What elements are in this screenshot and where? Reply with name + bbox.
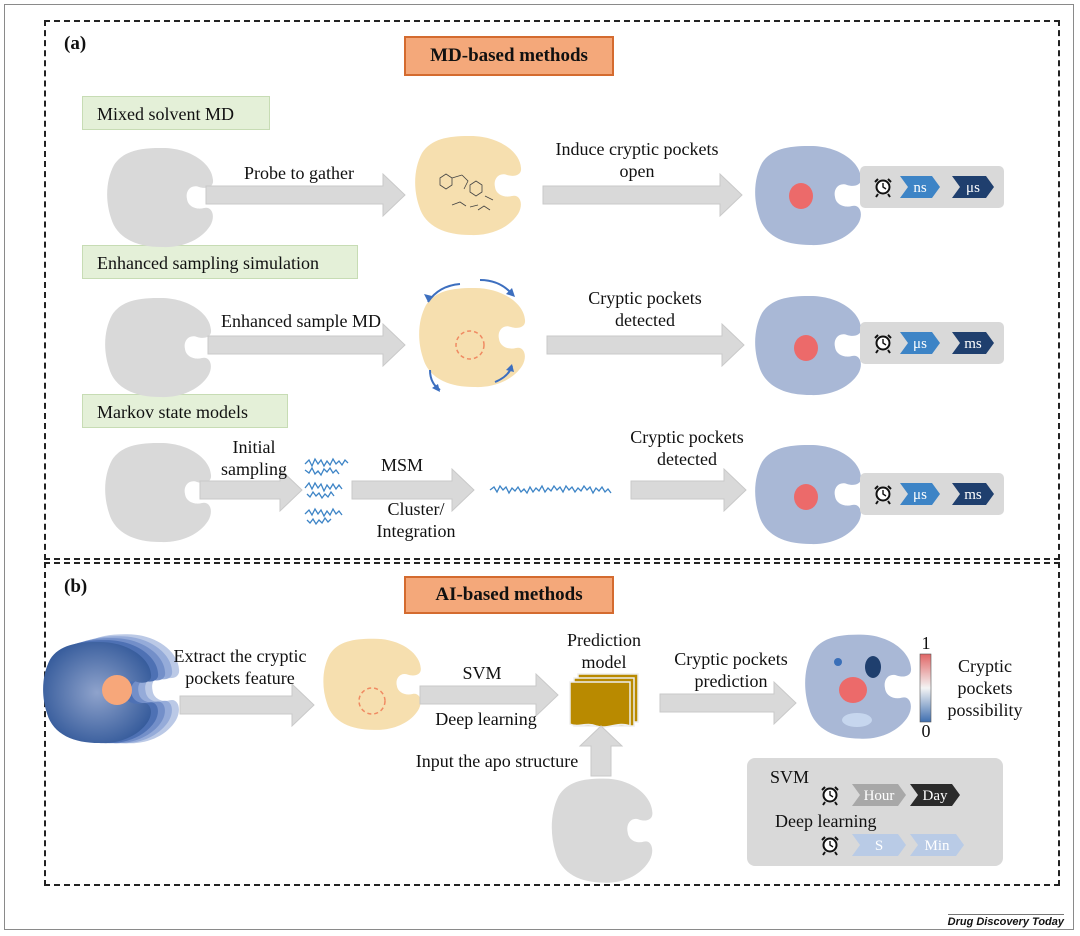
panel-b-label: (b) xyxy=(64,576,88,597)
arrow-detected-3 xyxy=(630,467,747,513)
colorbar-label: Cryptic pockets possibility xyxy=(947,656,1023,720)
time-chevron-row3-b: ms xyxy=(952,483,994,505)
label-detected-2: Cryptic pockets detected xyxy=(588,288,702,330)
timing-svm-label: SVM xyxy=(770,767,810,787)
time-chevron-row3-b-label: ms xyxy=(964,487,982,503)
protein-open-1 xyxy=(755,145,862,246)
label-initial-sampling: Initial sampling xyxy=(221,437,287,479)
time-chevron-row3-a-label: μs xyxy=(913,487,927,503)
time-chevron-row1-a: ns xyxy=(900,176,940,198)
protein-enhanced xyxy=(419,279,526,392)
label-induce-open: Induce cryptic pockets open xyxy=(555,139,719,181)
time-chevron-svm-a: Hour xyxy=(852,784,906,806)
time-chevron-dl-b: Min xyxy=(910,834,964,856)
time-chevron-row2-b: ms xyxy=(952,332,994,354)
clock-icon-dl xyxy=(821,836,839,856)
time-chevron-row1-b: μs xyxy=(952,176,994,198)
timing-dl-label: Deep learning xyxy=(775,811,877,831)
arrow-extract xyxy=(179,682,315,728)
label-extract-feature: Extract the cryptic pockets feature xyxy=(173,646,307,688)
arrow-enhanced xyxy=(207,322,406,368)
method-enhanced-sampling: Enhanced sampling simulation xyxy=(82,245,358,279)
label-apo-structure: Input the apo structure xyxy=(415,751,579,771)
prediction-model-icon xyxy=(569,673,639,728)
clock-icons xyxy=(821,178,892,856)
arrow-msm xyxy=(351,467,475,513)
time-chevron-row2-b-label: ms xyxy=(964,336,982,352)
time-chevron-row1-b-label: μs xyxy=(966,180,980,196)
time-chevron-svm-b-label: Day xyxy=(923,788,948,804)
arrow-prediction xyxy=(659,680,797,726)
time-chevron-row1-a-label: ns xyxy=(913,180,927,196)
arrow-probe xyxy=(205,172,406,218)
panel-a-title: MD-based methods xyxy=(404,36,614,76)
panel-a-border xyxy=(44,20,1060,560)
protein-apo-3 xyxy=(105,442,212,543)
protein-apo-2 xyxy=(105,297,212,398)
time-chevron-row2-a-label: μs xyxy=(913,336,927,352)
arrow-apo-input xyxy=(578,725,624,777)
method-markov: Markov state models xyxy=(82,394,288,428)
colorbar xyxy=(919,653,932,723)
colorbar-min: 0 xyxy=(921,721,931,741)
label-probe-to-gather: Probe to gather xyxy=(244,163,354,183)
protein-stack xyxy=(43,634,180,744)
arrow-initial-sampling xyxy=(199,467,303,513)
time-chevron-dl-a-label: S xyxy=(875,838,883,854)
time-chevron-row3-a: μs xyxy=(900,483,940,505)
label-cryptic-prediction: Cryptic pockets prediction xyxy=(674,649,788,691)
journal-footer: Drug Discovery Today xyxy=(947,914,1064,928)
label-svm: SVM xyxy=(462,663,502,683)
time-chevron-row2-a: μs xyxy=(900,332,940,354)
time-chevron-dl-a: S xyxy=(852,834,906,856)
trajectory-bundle xyxy=(304,457,349,526)
protein-apo-input xyxy=(551,778,653,883)
protein-predicted xyxy=(805,634,912,739)
arrow-induce xyxy=(542,172,743,218)
label-msm: MSM xyxy=(380,455,424,475)
label-prediction-model: Prediction model xyxy=(567,630,641,672)
clock-icon-row2 xyxy=(874,334,892,354)
colorbar-max: 1 xyxy=(921,633,931,653)
protein-open-3 xyxy=(755,444,862,545)
clock-icon-svm xyxy=(821,786,839,806)
panel-a-label: (a) xyxy=(64,33,87,54)
clock-icon-row3 xyxy=(874,485,892,505)
arrow-svm xyxy=(419,672,559,718)
protein-feature xyxy=(323,638,421,730)
protein-probe xyxy=(415,135,522,236)
label-deep-learning: Deep learning xyxy=(435,709,537,729)
label-enhanced-sample: Enhanced sample MD xyxy=(221,311,381,331)
panel-b-title: AI-based methods xyxy=(404,576,614,614)
label-detected-3: Cryptic pockets detected xyxy=(630,427,744,469)
clock-icon-row1 xyxy=(874,178,892,198)
method-mixed-solvent: Mixed solvent MD xyxy=(82,96,270,130)
time-chevron-svm-a-label: Hour xyxy=(864,788,895,804)
time-chevron-dl-b-label: Min xyxy=(924,838,950,854)
trajectory-integrated xyxy=(489,484,612,495)
figure-frame xyxy=(4,4,1074,930)
arrow-detected-2 xyxy=(546,322,745,368)
label-cluster-integration: Cluster/ Integration xyxy=(376,499,456,541)
panel-b-border xyxy=(44,562,1060,886)
protein-apo-1 xyxy=(107,147,214,248)
time-chevron-svm-b: Day xyxy=(910,784,960,806)
protein-open-2 xyxy=(755,295,862,396)
